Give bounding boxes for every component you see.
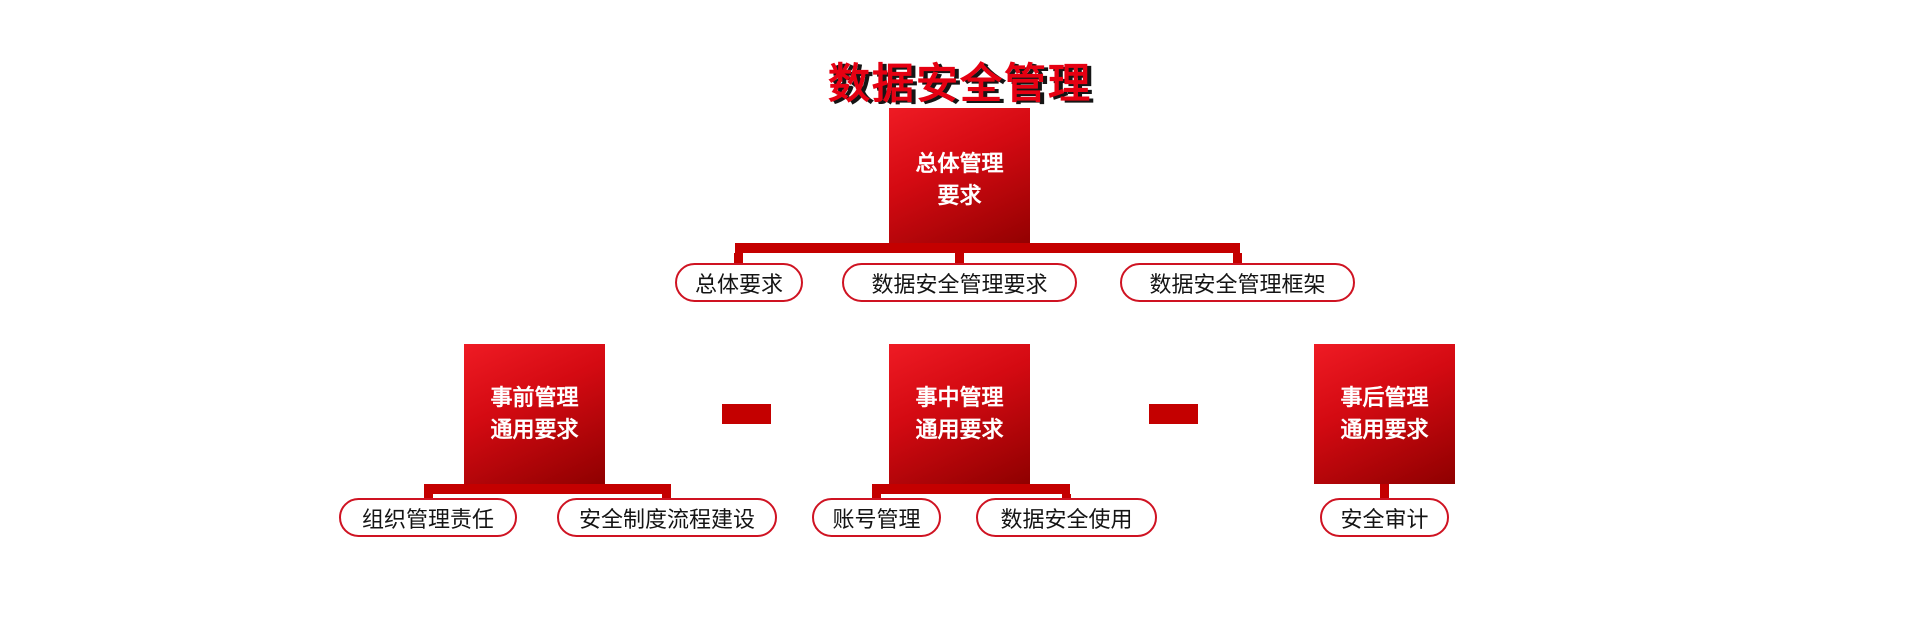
connector-stub [872, 494, 881, 500]
node-pre-event-management: 事前管理 通用要求 [464, 344, 605, 484]
connector-stub-post-event [1380, 484, 1389, 499]
connector-bar-in-event [872, 484, 1070, 494]
node-post-event-management: 事后管理 通用要求 [1314, 344, 1455, 484]
pill-security-process-construction: 安全制度流程建设 [557, 498, 777, 537]
pill-data-security-mgmt-requirements: 数据安全管理要求 [842, 263, 1077, 302]
connector-dash [722, 404, 771, 424]
connector-stub [1062, 494, 1071, 500]
connector-bar-pre-event [424, 484, 671, 494]
pill-data-secure-usage: 数据安全使用 [976, 498, 1157, 537]
pill-account-management: 账号管理 [812, 498, 941, 537]
connector-stub [424, 494, 433, 500]
connector-bar-root [735, 243, 1240, 253]
node-overall-management: 总体管理 要求 [889, 108, 1030, 251]
connector-stub [734, 253, 743, 264]
diagram-title: 数据安全管理 [827, 60, 1092, 107]
connector-stub [662, 494, 671, 500]
pill-data-security-mgmt-framework: 数据安全管理框架 [1120, 263, 1355, 302]
pill-general-requirements: 总体要求 [675, 263, 803, 302]
pill-security-audit: 安全审计 [1320, 498, 1449, 537]
connector-dash [1149, 404, 1198, 424]
connector-stub [955, 253, 964, 264]
pill-org-management-responsibility: 组织管理责任 [339, 498, 517, 537]
connector-stub [1233, 253, 1242, 264]
node-in-event-management: 事中管理 通用要求 [889, 344, 1030, 484]
